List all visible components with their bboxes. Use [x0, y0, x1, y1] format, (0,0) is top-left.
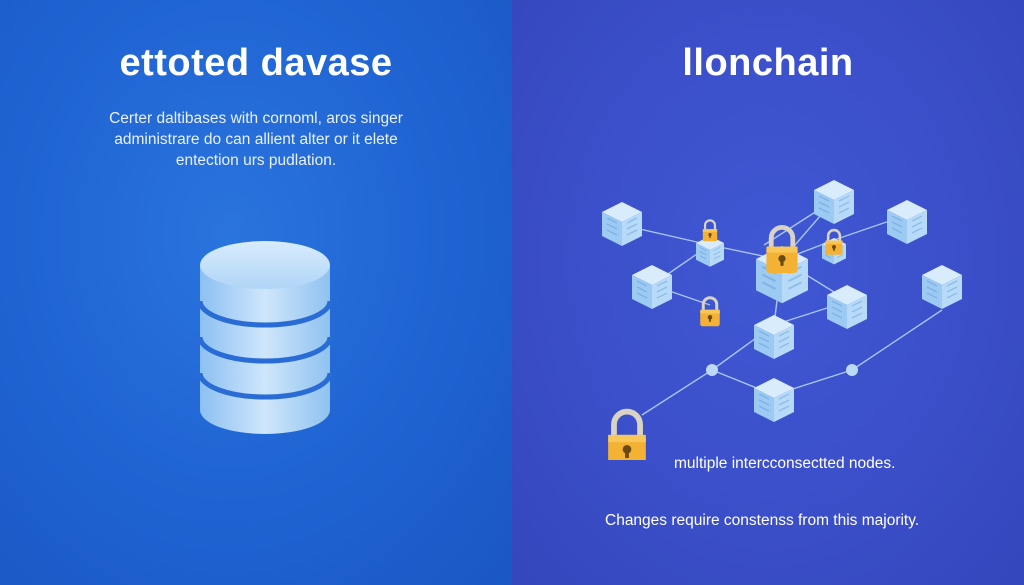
left-description: Certer daltibases with cornoml, aros sin…	[60, 108, 452, 171]
padlock-icon	[698, 296, 722, 328]
right-title: llonchain	[682, 42, 854, 84]
block-node-icon	[921, 264, 963, 310]
padlock-icon	[608, 412, 646, 460]
block-node-icon	[886, 199, 928, 245]
connector-dot-icon	[846, 364, 858, 376]
blockchain-network-illustration	[601, 179, 963, 460]
left-title: ettoted davase	[119, 42, 393, 84]
block-node-icon	[813, 179, 855, 225]
blockchain-panel: llonchain	[512, 0, 1024, 585]
block-node-icon	[601, 201, 643, 247]
centralized-database-panel: ettoted davase Certer daltibases with co…	[0, 0, 512, 585]
padlock-icon	[701, 219, 719, 243]
padlock-icon	[824, 228, 844, 257]
block-node-icon	[631, 264, 673, 310]
left-description-line-2: administrare do can allient alter or it …	[114, 131, 398, 148]
block-node-icon	[753, 314, 795, 360]
nodes-note: multiple intercconsectted nodes.	[674, 455, 896, 472]
database-cylinder-icon	[197, 241, 333, 434]
left-description-line-3: entection urs pudlation.	[175, 152, 337, 169]
left-description-line-1: Certer daltibases with cornoml, aros sin…	[109, 110, 403, 127]
consensus-note: Changes require constenss from this majo…	[605, 512, 920, 529]
connector-dot-icon	[706, 364, 718, 376]
block-node-icon	[753, 377, 795, 423]
